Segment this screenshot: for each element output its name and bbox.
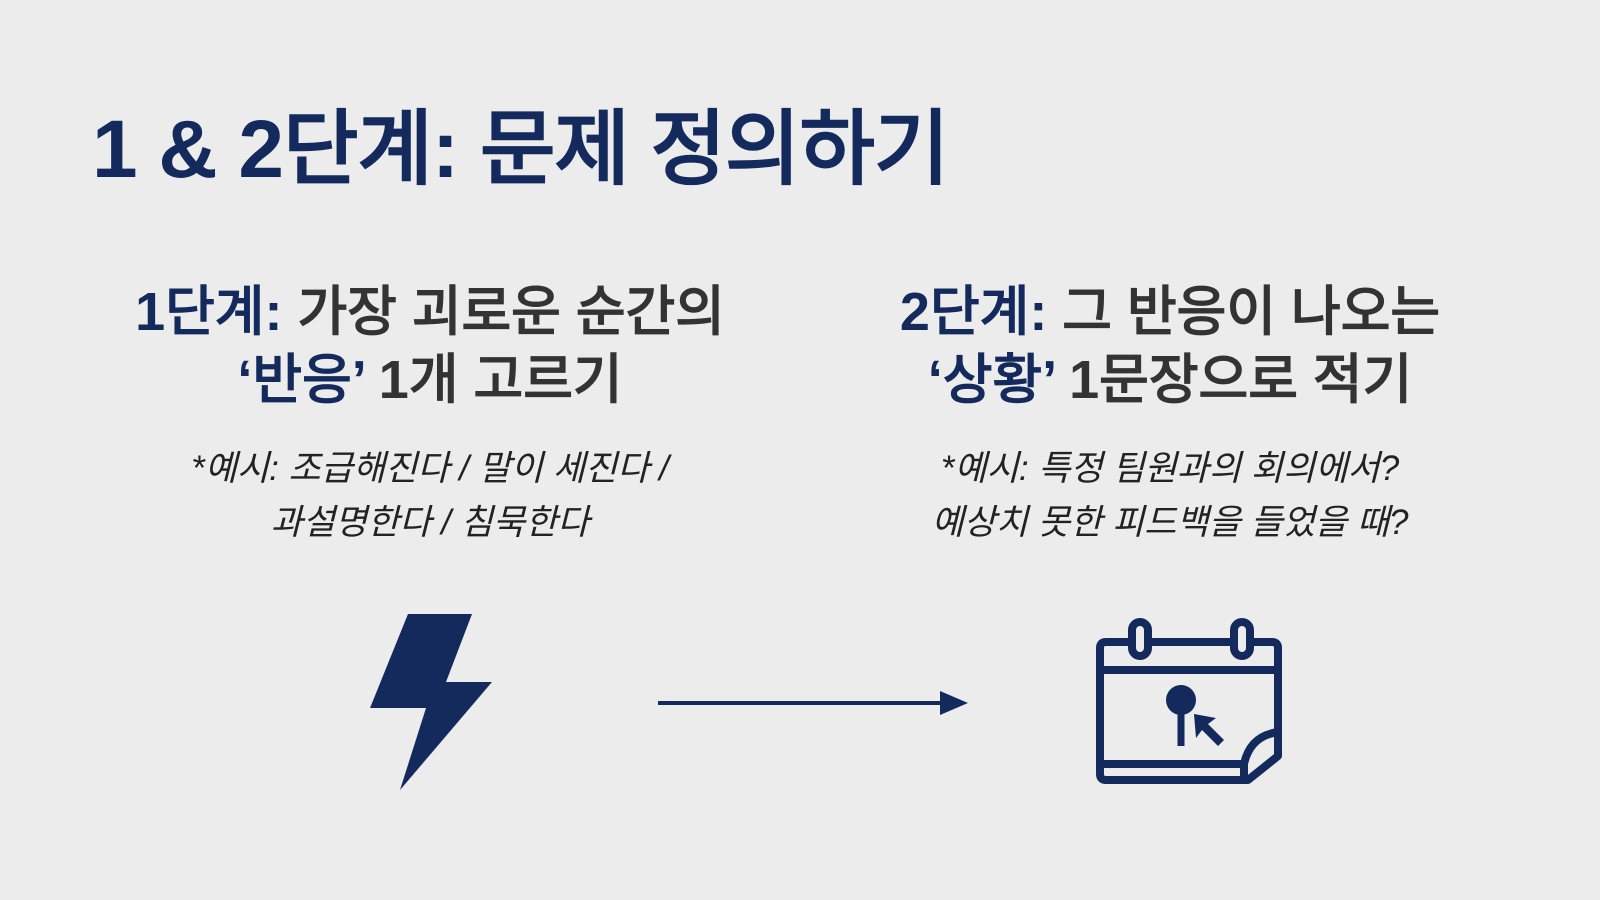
step2-example: *예시: 특정 팀원과의 회의에서? 예상치 못한 피드백을 들었을 때? bbox=[810, 442, 1530, 550]
lightning-bolt-icon bbox=[370, 614, 492, 790]
step1-example: *예시: 조급해진다 / 말이 세진다 / 과설명한다 / 침묵한다 bbox=[70, 442, 790, 550]
step1-heading: 1단계: 가장 괴로운 순간의 ‘반응’ 1개 고르기 bbox=[70, 278, 790, 414]
step2-example-line1: *예시: 특정 팀원과의 회의에서? bbox=[940, 449, 1400, 488]
step1-label: 1단계: bbox=[135, 282, 283, 342]
step2-heading-line2: 1문장으로 적기 bbox=[1055, 350, 1413, 410]
step2-section: 2단계: 그 반응이 나오는 ‘상황’ 1문장으로 적기 *예시: 특정 팀원과… bbox=[810, 278, 1530, 550]
arrow-right-icon bbox=[658, 691, 968, 715]
step2-heading: 2단계: 그 반응이 나오는 ‘상황’ 1문장으로 적기 bbox=[810, 278, 1530, 414]
step2-label: 2단계: bbox=[899, 282, 1048, 342]
step2-keyword: ‘상황’ bbox=[927, 350, 1056, 410]
step2-heading-line1: 그 반응이 나오는 bbox=[1047, 282, 1441, 342]
step1-example-line1: *예시: 조급해진다 / 말이 세진다 / bbox=[191, 449, 669, 488]
step1-section: 1단계: 가장 괴로운 순간의 ‘반응’ 1개 고르기 *예시: 조급해진다 /… bbox=[70, 278, 790, 550]
calendar-pin-icon bbox=[1096, 618, 1282, 784]
step1-heading-line2: 1개 고르기 bbox=[365, 350, 623, 410]
step2-example-line2: 예상치 못한 피드백을 들었을 때? bbox=[931, 503, 1409, 542]
step1-keyword: ‘반응’ bbox=[237, 350, 366, 410]
step1-example-line2: 과설명한다 / 침묵한다 bbox=[270, 503, 590, 542]
page-title: 1 & 2단계: 문제 정의하기 bbox=[92, 104, 949, 195]
step1-heading-line1: 가장 괴로운 순간의 bbox=[282, 282, 725, 342]
